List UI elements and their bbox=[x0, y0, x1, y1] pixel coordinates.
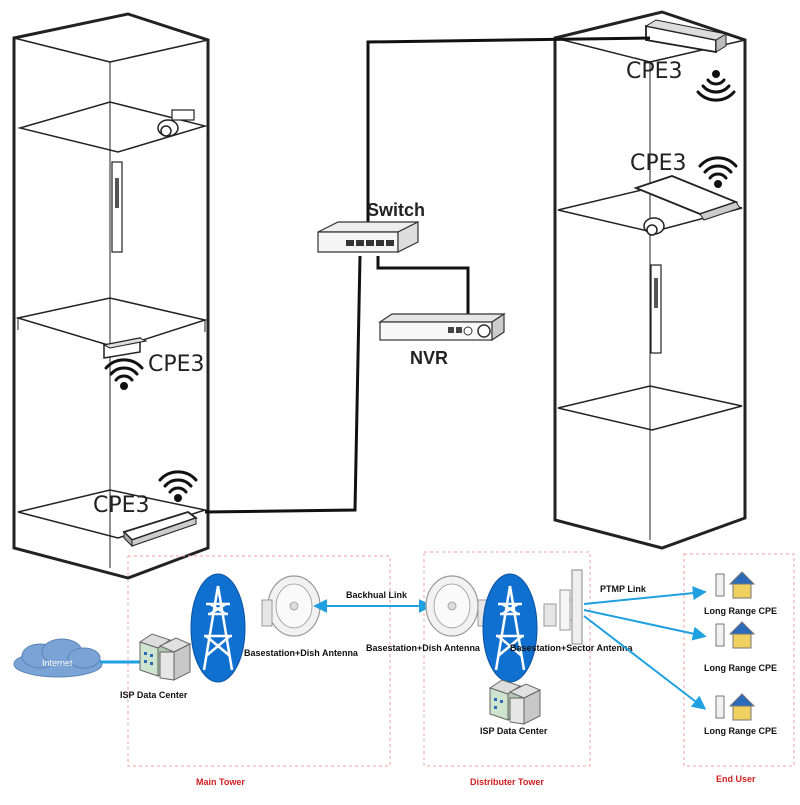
ptmp-link-label: PTMP Link bbox=[600, 584, 647, 594]
isp-data-center-icon bbox=[138, 633, 192, 681]
end-user-caption: End User bbox=[716, 774, 756, 784]
internet-cloud bbox=[13, 638, 103, 678]
switch-label: Switch bbox=[367, 200, 425, 220]
sector-antenna-icon bbox=[543, 569, 583, 645]
dish-antenna-icon bbox=[261, 575, 321, 637]
wifi-icon bbox=[698, 156, 738, 188]
cpe3-label: CPE3 bbox=[626, 59, 683, 84]
basestation-sector-label: Basestation+Sector Antenna bbox=[510, 643, 633, 653]
backhaul-link-label: Backhual Link bbox=[346, 590, 408, 600]
tower-icon bbox=[482, 573, 538, 683]
internet-label: Internet bbox=[42, 658, 73, 668]
right-elevator-shaft bbox=[553, 10, 747, 550]
camera-icon bbox=[157, 109, 195, 137]
tower-icon bbox=[190, 573, 246, 683]
isp-data-center-label: ISP Data Center bbox=[480, 726, 548, 736]
cpe-device bbox=[633, 175, 741, 221]
distributer-tower-caption: Distributer Tower bbox=[470, 777, 544, 787]
cpe3-label: CPE3 bbox=[93, 493, 150, 518]
long-range-cpe-label: Long Range CPE bbox=[704, 663, 777, 673]
dish-antenna-icon bbox=[425, 575, 489, 637]
nvr-device bbox=[378, 312, 506, 342]
switch-device bbox=[317, 221, 419, 253]
isp-data-center-label: ISP Data Center bbox=[120, 690, 188, 700]
network-cable bbox=[204, 36, 651, 514]
isp-data-center-icon bbox=[488, 679, 542, 725]
cpe-device bbox=[644, 19, 728, 54]
basestation-dish-label: Basestation+Dish Antenna bbox=[366, 643, 481, 653]
long-range-cpe-icon bbox=[715, 571, 756, 599]
ptmp-link-arrow bbox=[583, 586, 707, 710]
long-range-cpe-icon bbox=[715, 693, 756, 721]
cpe3-label: CPE3 bbox=[148, 352, 205, 377]
basestation-dish-label: Basestation+Dish Antenna bbox=[244, 648, 359, 658]
cpe-device bbox=[102, 337, 148, 359]
nvr-label: NVR bbox=[410, 348, 448, 368]
long-range-cpe-label: Long Range CPE bbox=[704, 606, 777, 616]
camera-icon bbox=[643, 217, 665, 236]
wifi-icon bbox=[104, 358, 144, 390]
dashed-region bbox=[127, 551, 795, 767]
long-range-cpe-icon bbox=[715, 621, 756, 649]
wifi-icon bbox=[696, 70, 736, 102]
wifi-icon bbox=[158, 470, 198, 502]
main-tower-caption: Main Tower bbox=[196, 777, 245, 787]
cpe3-label: CPE3 bbox=[630, 151, 687, 176]
left-elevator-shaft bbox=[12, 12, 210, 580]
cpe-device bbox=[122, 511, 198, 548]
long-range-cpe-label: Long Range CPE bbox=[704, 726, 777, 736]
